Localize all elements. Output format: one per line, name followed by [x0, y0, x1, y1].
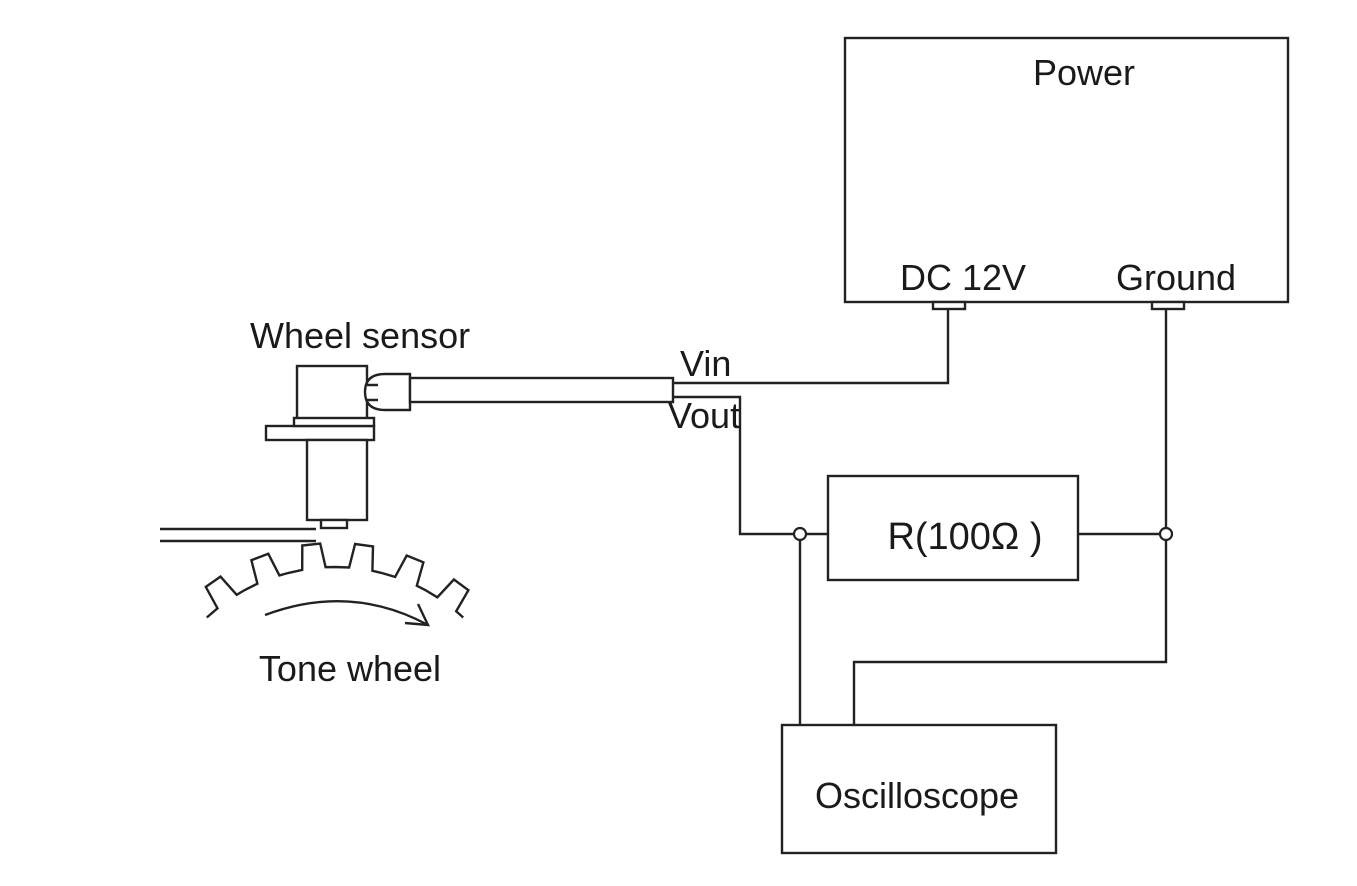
resistor-label: R(100Ω ): [887, 516, 1042, 558]
dc-12v-terminal: [931, 300, 967, 311]
ground-terminal: [1150, 300, 1186, 311]
tone-wheel-teeth: [204, 542, 470, 619]
oscilloscope-label: Oscilloscope: [815, 775, 1019, 816]
sensor-tip: [319, 518, 349, 530]
wiring: [673, 309, 1174, 725]
vin-wire: [673, 309, 950, 385]
vout-junction: [792, 526, 808, 542]
vin-label: Vin: [680, 343, 731, 384]
sensor-flange: [264, 424, 376, 442]
resistor-box: [826, 474, 1080, 582]
oscilloscope: Oscilloscope: [780, 723, 1058, 855]
wheel-sensor-label: Wheel sensor: [250, 315, 470, 356]
ground-junction: [1158, 526, 1174, 542]
ground-wire: [852, 309, 1168, 725]
sensor-body: [305, 438, 369, 522]
ground-terminal-label: Ground: [1116, 257, 1236, 298]
sensor-connector: [363, 372, 412, 412]
sensor-cable: [408, 376, 675, 404]
power-title: Power: [1033, 52, 1135, 93]
wheel-sensor: Wheel sensor Vin Vout: [250, 315, 740, 530]
power-supply-box: [843, 36, 1290, 304]
rotation-arrow: [264, 599, 429, 627]
sensor-head: [295, 364, 369, 422]
power-supply: Power DC 12V Ground: [843, 36, 1290, 311]
resistor: R(100Ω ): [826, 474, 1080, 582]
vout-label: Vout: [668, 395, 740, 436]
sensor-mount-rail: [160, 527, 316, 543]
oscilloscope-box: [780, 723, 1058, 855]
sensor-flange-step: [292, 416, 376, 428]
rotation-arrowhead: [404, 603, 430, 627]
dc-12v-terminal-label: DC 12V: [900, 257, 1026, 298]
vout-wire: [673, 395, 828, 536]
tone-wheel: Tone wheel: [160, 527, 470, 689]
tone-wheel-label: Tone wheel: [259, 648, 441, 689]
